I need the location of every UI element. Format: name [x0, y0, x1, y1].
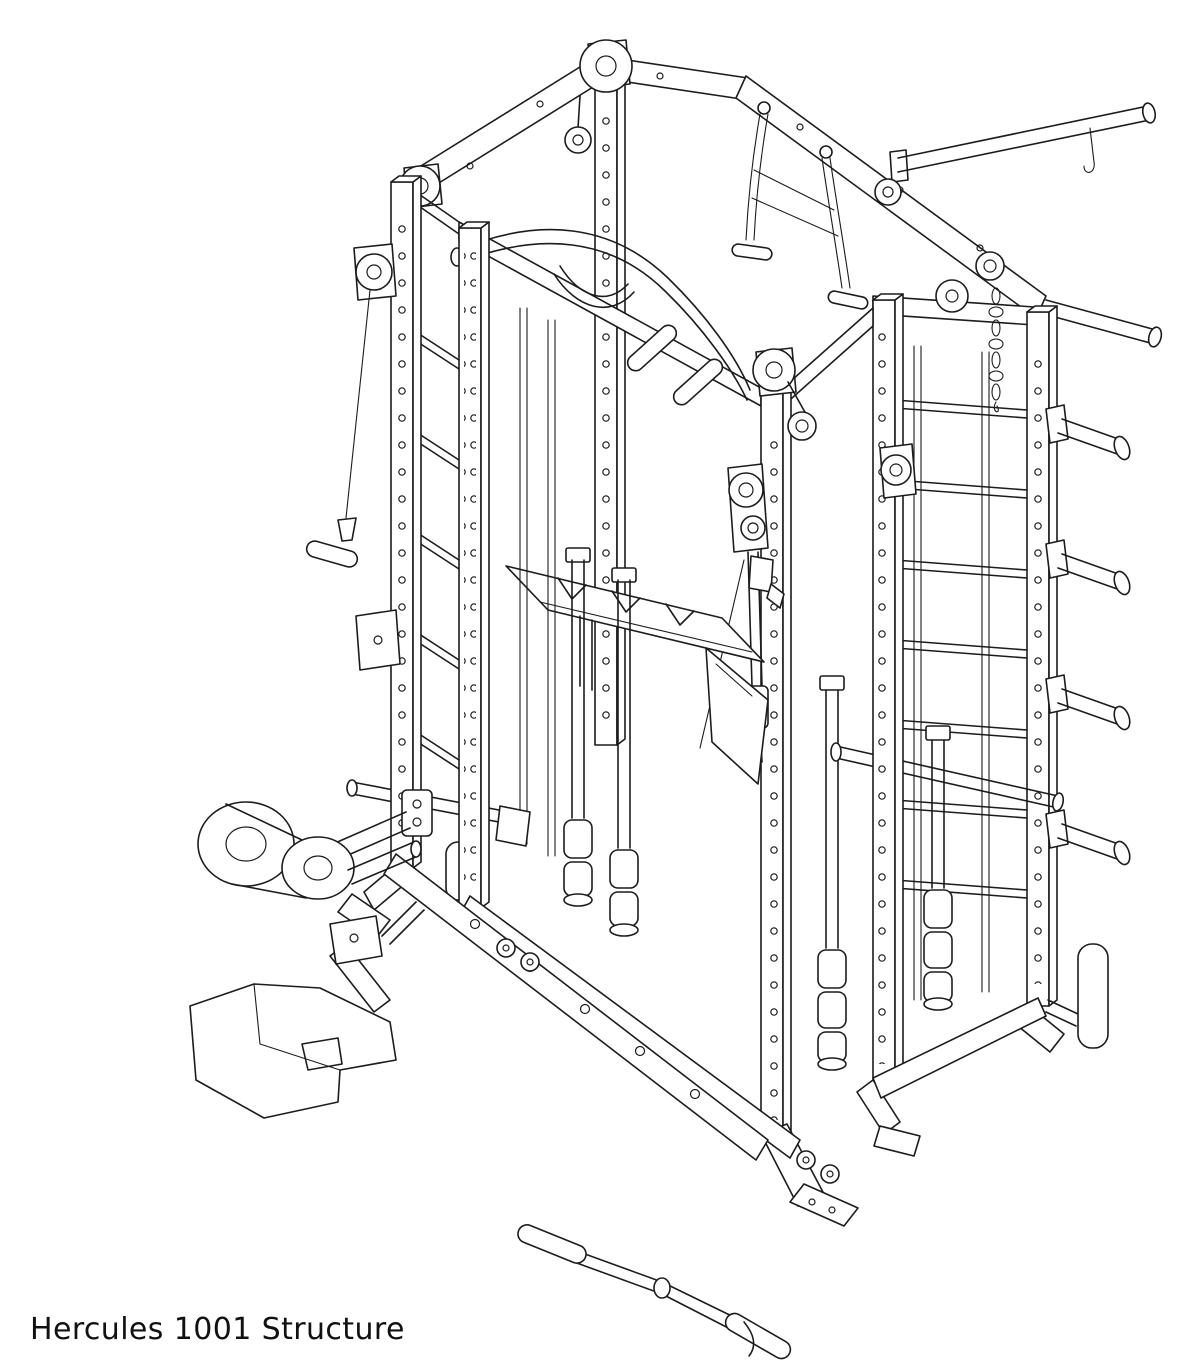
top-pulleys: [399, 39, 1005, 313]
top-frame: [407, 51, 1163, 348]
hanging-straps: [731, 101, 869, 310]
pullup-bar: [450, 228, 751, 406]
left-guide-rods-sleeves: [445, 307, 639, 937]
base-frame: [383, 853, 1047, 1184]
front-upright: [699, 347, 859, 1227]
foot-plate: [189, 901, 425, 1119]
right-outer-upright: [1026, 305, 1058, 1007]
bench-rail: [505, 565, 769, 785]
back-upright: [594, 65, 626, 746]
leg-developer: [197, 789, 433, 900]
figure-caption: Hercules 1001 Structure: [30, 1312, 405, 1347]
left-outer-upright: [305, 175, 422, 939]
floor-row-handle: [517, 1224, 792, 1360]
right-inner-upright: [856, 293, 921, 1157]
left-inner-upright: [458, 221, 490, 909]
right-guide-rods-sleeves: [817, 675, 953, 1071]
hanging-chain: [988, 287, 1004, 413]
right-tower-rungs: [894, 345, 1028, 1001]
plate-storage-pegs: [1012, 404, 1131, 1053]
mid-frame-beams: [458, 221, 874, 407]
